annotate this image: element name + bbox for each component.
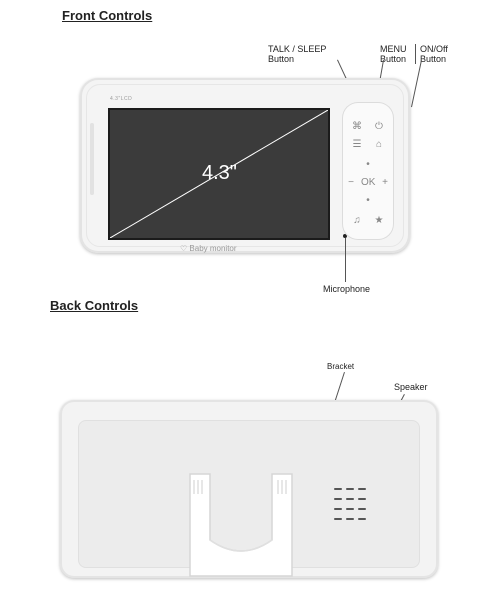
grill-slot (334, 488, 342, 490)
label-divider (415, 44, 416, 64)
microphone-hole (343, 234, 347, 238)
microphone-label: Microphone (323, 284, 371, 294)
down-icon: • (366, 195, 370, 206)
screen-size-text: 4.3" (202, 162, 237, 184)
grill-slot (346, 498, 354, 500)
down-button[interactable]: • (361, 194, 375, 208)
grill-slot (358, 498, 366, 500)
music-icon: ♫ (353, 215, 361, 226)
music-button[interactable]: ♫ (350, 214, 364, 228)
star-icon: ★ (374, 215, 384, 226)
talk-button[interactable]: ⌘ (350, 120, 364, 134)
grill-slot (346, 518, 354, 520)
up-icon: • (366, 159, 370, 170)
grill-slot (334, 508, 342, 510)
back-controls-title: Back Controls (50, 298, 139, 313)
ok-button[interactable]: OK (361, 176, 375, 190)
heart-icon: ♡ (180, 244, 188, 253)
onoff-label: ON/Off Button (420, 44, 448, 64)
grill-slot (334, 498, 342, 500)
monitor-back (60, 400, 438, 578)
grill-slot (358, 488, 366, 490)
lcd-screen: 4.3" (108, 108, 330, 240)
up-button[interactable]: • (361, 158, 375, 172)
speaker-grill (334, 488, 378, 524)
power-icon: ⏻ (375, 121, 383, 132)
control-panel: ⌘ ⏻ ☰ ⌂ • − OK + • ♫ ★ (342, 102, 394, 240)
bracket-label: Bracket (327, 362, 355, 371)
menu-label: MENU Button (380, 44, 407, 64)
plus-button[interactable]: + (378, 176, 392, 190)
minus-icon: − (348, 177, 354, 188)
minus-button[interactable]: − (344, 176, 358, 190)
screen-diagonal (110, 110, 328, 238)
grill-slot (358, 518, 366, 520)
grill-slot (334, 518, 342, 520)
front-controls-title: Front Controls (62, 8, 153, 23)
brand-label: ♡ Baby monitor (180, 244, 237, 253)
ok-icon: OK (361, 177, 376, 188)
home-button[interactable]: ⌂ (372, 138, 386, 152)
monitor-front: 4.3"LCD 4.3" ♡ Baby monitor ⌘ ⏻ ☰ ⌂ • − (80, 78, 410, 253)
plus-icon: + (382, 177, 388, 188)
model-text: 4.3"LCD (110, 96, 133, 102)
onoff-leader-line (411, 60, 422, 108)
side-slot (90, 123, 94, 195)
grill-slot (346, 508, 354, 510)
bracket-stand (189, 473, 293, 577)
grill-slot (346, 488, 354, 490)
menu-button[interactable]: ☰ (350, 138, 364, 152)
front-rim (86, 84, 404, 247)
microphone-icon: ⌘ (352, 121, 362, 132)
star-button[interactable]: ★ (372, 214, 386, 228)
talk-sleep-label: TALK / SLEEP Button (268, 44, 327, 64)
microphone-leader-line (345, 238, 346, 282)
speaker-label: Speaker (394, 382, 428, 392)
power-button[interactable]: ⏻ (372, 120, 386, 134)
back-panel (78, 420, 420, 568)
menu-icon: ☰ (352, 139, 362, 150)
grill-slot (358, 508, 366, 510)
home-icon: ⌂ (375, 139, 383, 150)
